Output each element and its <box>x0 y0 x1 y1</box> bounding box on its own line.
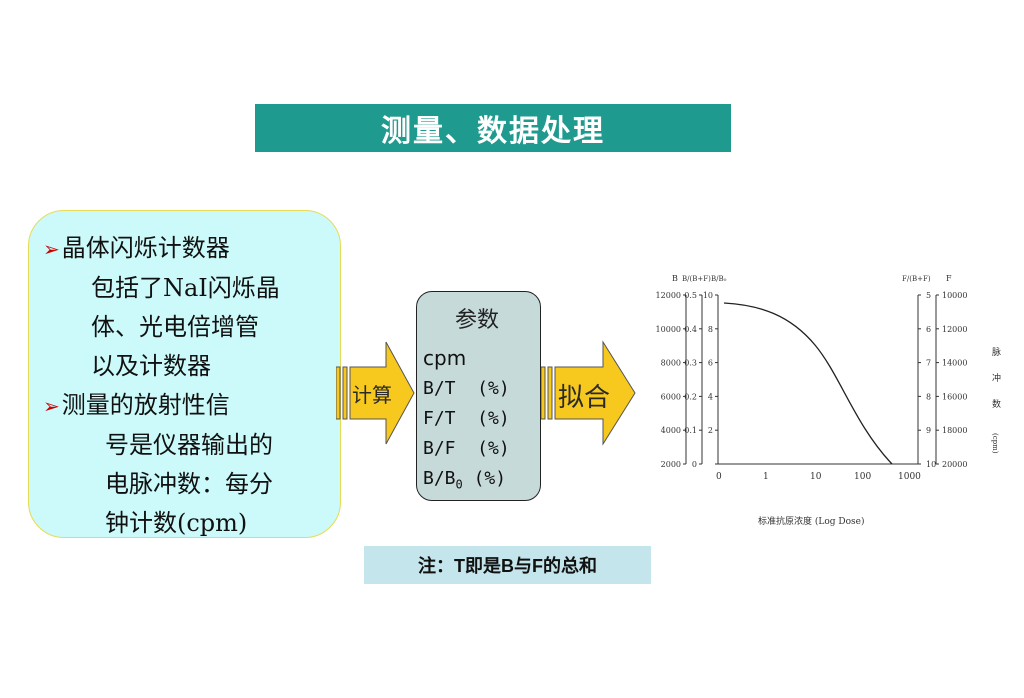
b-axis-tick-label: 10000 <box>656 325 681 334</box>
b-axis-tick-label: 8000 <box>661 359 681 368</box>
param-bb0: B/B0 (%) <box>423 468 507 492</box>
header-b: B <box>672 274 678 283</box>
bb0-axis-tick-label: 10 <box>703 291 713 300</box>
header-f-bf: F/(B+F) <box>902 275 931 283</box>
fbf-axis-tick-label: 9 <box>926 426 931 435</box>
bb0-axis-tick-label: 6 <box>708 359 713 368</box>
page-title: 测量、数据处理 <box>255 104 731 152</box>
bullet-item-1-line-3: 体、光电倍增管 <box>91 313 259 341</box>
bbf-axis-tick-label: 0.5 <box>684 291 697 300</box>
bullet-item-1-line-4: 以及计数器 <box>91 352 211 380</box>
bbf-axis-tick-label: 0.2 <box>684 392 697 401</box>
fbf-axis-tick-label: 6 <box>926 325 931 334</box>
fbf-axis-tick-label: 5 <box>926 291 931 300</box>
fit-arrow-icon <box>541 340 636 446</box>
fbf-axis-tick-label: 8 <box>926 392 931 401</box>
f-axis-tick-label: 12000 <box>942 325 967 334</box>
param-ft: F/T (%) <box>423 408 510 429</box>
header-b-bf: B/(B+F) <box>682 275 711 283</box>
right-label-3: 数 <box>992 398 1001 410</box>
bullet-item-2-line-2: 号是仪器输出的 <box>105 431 273 459</box>
f-axis-tick-label: 20000 <box>942 460 967 469</box>
right-label-2: 冲 <box>992 372 1001 384</box>
x-axis-label: 标准抗原浓度 (Log Dose) <box>758 515 864 527</box>
bullet-item-1-line-2: 包括了NaI闪烁晶 <box>91 274 280 302</box>
b-axis-tick-label: 6000 <box>661 392 681 401</box>
x-tick-0: 0 <box>716 472 722 482</box>
x-tick-100: 100 <box>854 472 871 482</box>
calculate-label: 计算 <box>352 383 392 407</box>
f-axis-tick-label: 14000 <box>942 359 967 368</box>
fit-label: 拟合 <box>558 383 611 413</box>
fbf-axis-tick-label: 7 <box>926 359 931 368</box>
arrow-bullet-icon: ➢ <box>43 394 60 418</box>
bullet-item-2: ➢测量的放射性信 <box>43 391 230 419</box>
standard-curve-graph: B B/(B+F) B/B₀ F/(B+F) F 120001000080006… <box>656 274 1001 527</box>
bbf-axis-tick-label: 0.3 <box>684 359 697 368</box>
bb0-axis-tick-label: 2 <box>708 426 713 435</box>
parameters-title: 参数 <box>455 308 500 333</box>
fbf-axis-tick-label: 10 <box>926 460 936 469</box>
f-axis-tick-label: 10000 <box>942 291 967 300</box>
arrow-bullet-icon: ➢ <box>43 237 60 261</box>
b-axis-tick-label: 12000 <box>656 291 681 300</box>
description-box: ➢晶体闪烁计数器 包括了NaI闪烁晶 体、光电倍增管 以及计数器 ➢测量的放射性… <box>28 210 341 538</box>
bbf-axis-tick-label: 0 <box>692 460 697 469</box>
param-bt: B/T (%) <box>423 378 510 399</box>
f-axis-tick-label: 16000 <box>942 392 967 401</box>
bbf-axis-tick-label: 0.1 <box>684 426 697 435</box>
standard-curve-line <box>723 302 893 465</box>
header-f: F <box>946 274 952 283</box>
calculate-arrow-icon <box>336 341 415 445</box>
x-tick-10: 10 <box>810 472 822 482</box>
header-b-b0: B/B₀ <box>711 275 727 283</box>
bullet-item-2-line-4: 钟计数(cpm) <box>105 509 248 537</box>
x-tick-1: 1 <box>763 472 769 482</box>
bullet-item-1: ➢晶体闪烁计数器 <box>43 234 230 262</box>
parameters-box: 参数 cpm B/T (%) F/T (%) B/F (%) B/B0 (%) <box>416 291 541 501</box>
b-axis-tick-label: 2000 <box>661 460 681 469</box>
param-bf: B/F (%) <box>423 438 510 459</box>
note-box: 注：T即是B与F的总和 <box>364 546 651 584</box>
f-axis-tick-label: 18000 <box>942 426 967 435</box>
bbf-axis-tick-label: 0.4 <box>684 325 697 334</box>
right-label-1: 脉 <box>992 346 1001 358</box>
x-tick-1000: 1000 <box>898 472 921 482</box>
right-label-4: (cpm) <box>991 433 999 454</box>
bb0-axis-tick-label: 8 <box>708 325 713 334</box>
bb0-axis-tick-label: 4 <box>708 392 713 401</box>
bullet-item-2-line-3: 电脉冲数：每分 <box>105 470 273 498</box>
param-cpm: cpm <box>423 346 467 370</box>
b-axis-tick-label: 4000 <box>661 426 681 435</box>
